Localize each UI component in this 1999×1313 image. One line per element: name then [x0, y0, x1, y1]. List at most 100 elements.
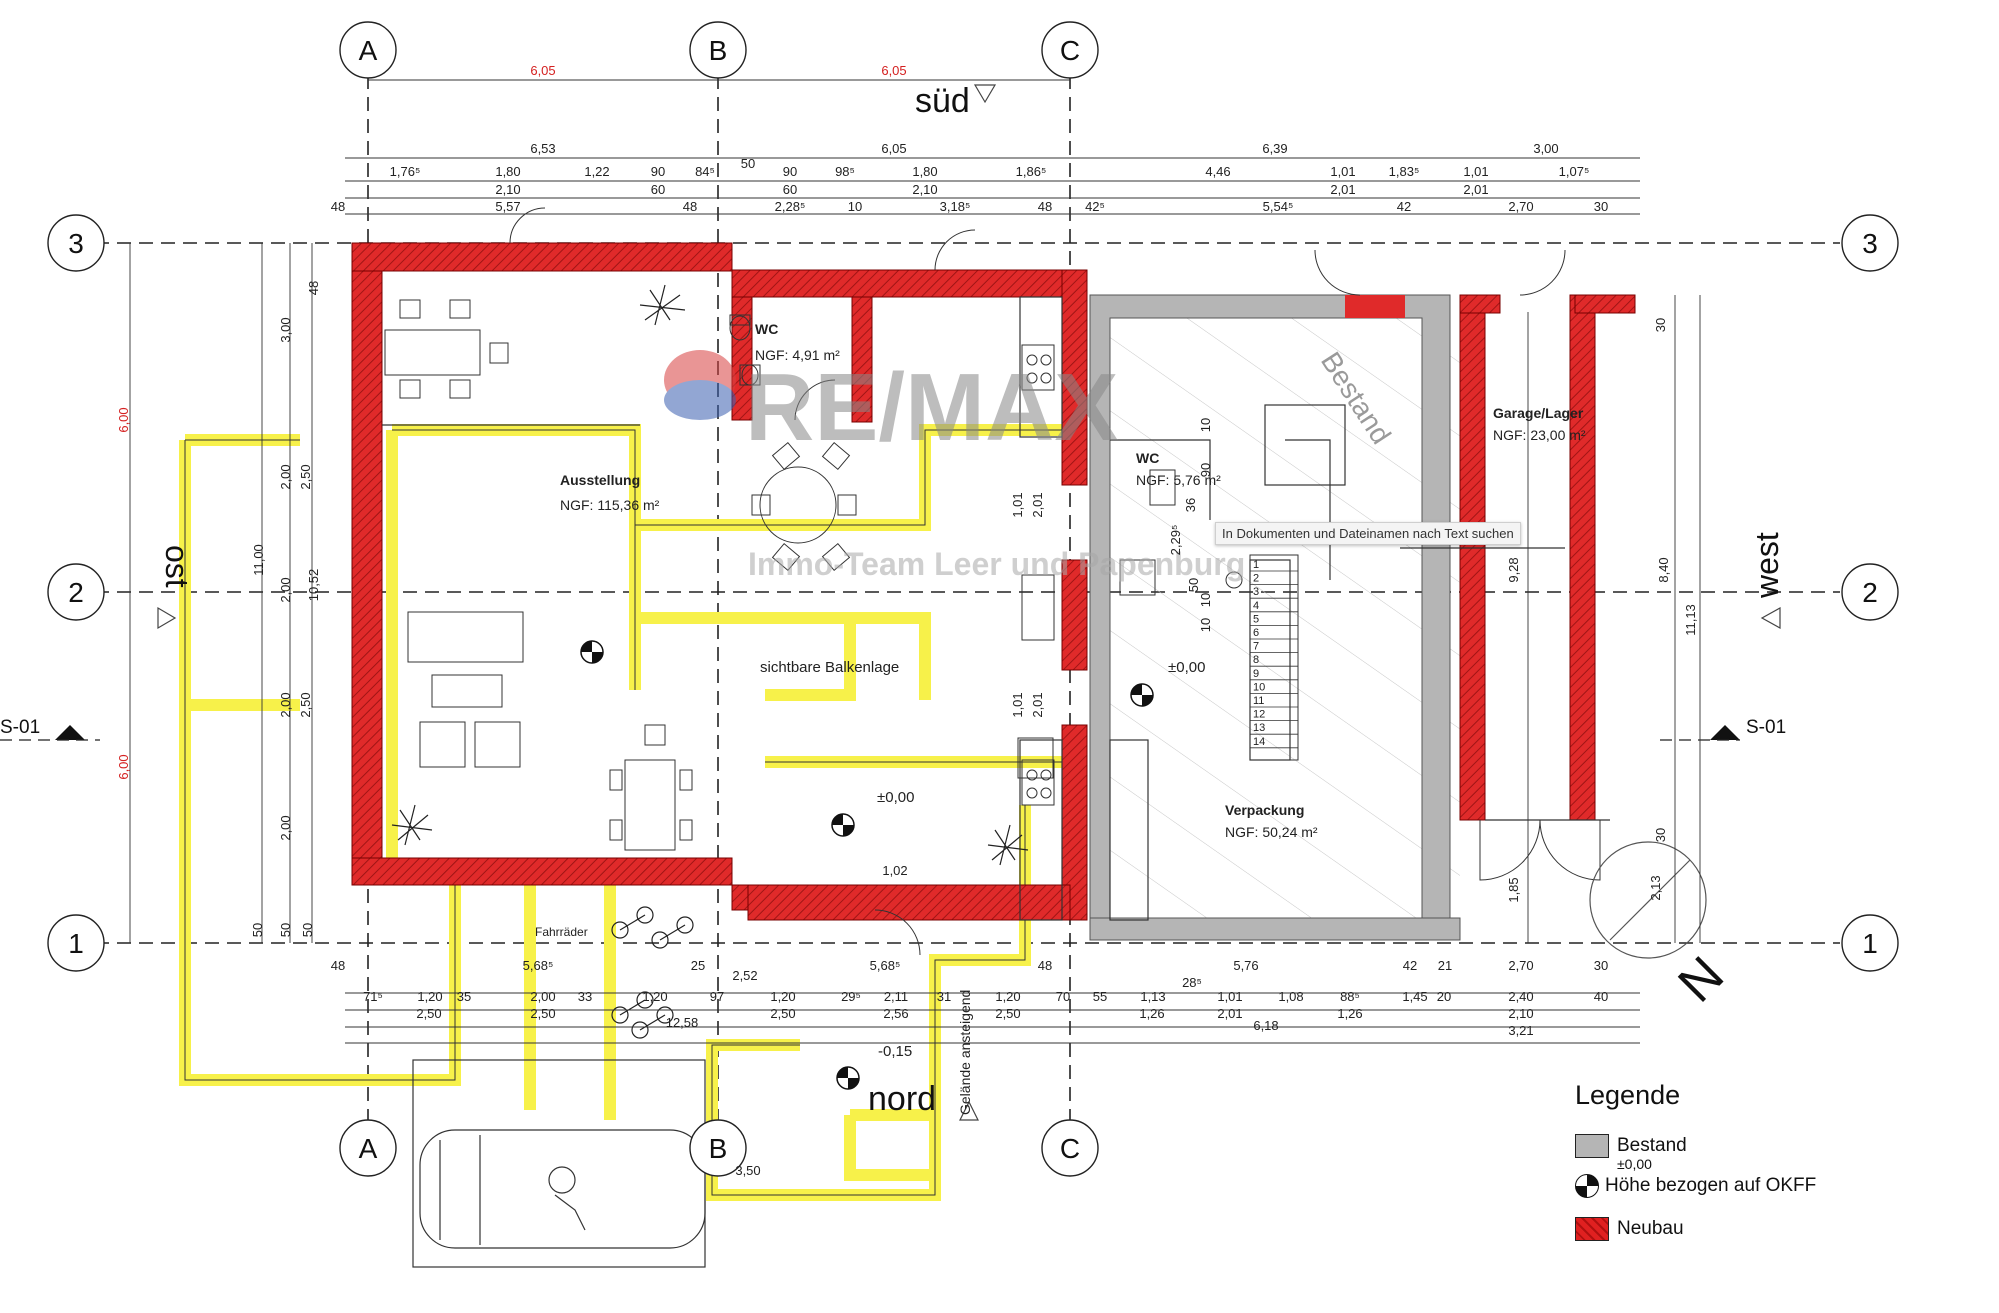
level-marker-icon: [1575, 1174, 1599, 1198]
axis-bubble-a-top: [339, 21, 397, 79]
bike-icons: [611, 906, 694, 1039]
search-tooltip: In Dokumenten und Dateinamen nach Text s…: [1215, 522, 1521, 545]
ausstellung-name: Ausstellung: [560, 472, 640, 488]
compass-east: ost: [159, 545, 195, 588]
dim-bot-r2-19: 20: [1437, 989, 1451, 1004]
dim-top-r3-5: 2,01: [1463, 182, 1488, 197]
compass-south: süd: [915, 82, 970, 120]
dim-top-r2-11: 1,01: [1330, 164, 1355, 179]
verpackung-area: NGF: 50,24 m²: [1225, 824, 1318, 840]
axis-bubble-c-bottom: [1041, 1119, 1099, 1177]
dim-top-r2-2: 1,22: [584, 164, 609, 179]
level-label-2: ±0,00: [1168, 659, 1205, 676]
dim-bot-r2-15: 1,01: [1217, 989, 1242, 1004]
dim-top-r4-7: 42⁵: [1085, 199, 1105, 214]
dim-top-r4-4: 10: [848, 199, 862, 214]
dim-left-inner-2: 2,50: [298, 464, 313, 489]
axis-label-1-left: 1: [68, 928, 84, 959]
stair-number-6: 7: [1253, 641, 1259, 653]
axis-label-b-top: B: [709, 35, 728, 66]
dim-bot-r3-1: 2,50: [530, 1006, 555, 1021]
section-label-left: S-01: [0, 717, 40, 738]
axis-bubbles: [47, 21, 1899, 1177]
dim-top-r3-3: 2,10: [912, 182, 937, 197]
axis-label-1-right: 1: [1862, 928, 1878, 959]
stair-number-9: 10: [1253, 681, 1265, 693]
dim-right-2: 11,13: [1683, 604, 1698, 636]
stair-number-4: 5: [1253, 613, 1259, 625]
plant-icons: [391, 284, 1029, 866]
axis-bubble-a-bottom: [339, 1119, 397, 1177]
dim-top-r2-12: 1,83⁵: [1389, 164, 1420, 179]
axis-bubble-3-right: [1841, 214, 1899, 272]
dim-bot-r2-5: 1,20: [642, 989, 667, 1004]
beams-label: sichtbare Balkenlage: [760, 659, 899, 676]
dim-top-r4-6: 48: [1038, 199, 1052, 214]
dim-bot-r3-3: 2,50: [770, 1006, 795, 1021]
dim-top-r2-9: 1,86⁵: [1016, 164, 1047, 179]
dim-bot-r3-7: 2,01: [1217, 1006, 1242, 1021]
dim-bot-r2-2: 35: [457, 989, 471, 1004]
section-label-right: S-01: [1746, 717, 1786, 738]
dim-left-inner-9: 50: [300, 923, 315, 937]
dim-bot-r2-1: 1,20: [417, 989, 442, 1004]
dim-top-r4-10: 2,70: [1508, 199, 1533, 214]
dim-bot-x-2: 3,50: [735, 1163, 760, 1178]
dim-bot-x-0: 1,02: [882, 863, 907, 878]
foundation-outline: [184, 429, 1075, 1196]
car-parking: [412, 1059, 706, 1268]
dim-bot-r3-10: 2,10: [1508, 1006, 1533, 1021]
dim-bot-r2-9: 2,11: [884, 989, 908, 1004]
dim-top-r2-3: 90: [651, 164, 665, 179]
dim-left-inner-8: 50: [278, 923, 293, 937]
dim-left-outer-0: 11,00: [251, 544, 266, 576]
dim-bot-r1-5: 28⁵: [1182, 975, 1202, 990]
dim-left-inner-4: 2,00: [278, 692, 293, 717]
dim-bot-r3-4: 2,56: [883, 1006, 908, 1021]
dim-bot-r1-7: 42: [1403, 958, 1417, 973]
stair-number-1: 2: [1253, 573, 1259, 585]
dim-bot-r1-2: 25: [691, 958, 705, 973]
watermark-brand: RE/MAX: [745, 354, 1118, 461]
dim-left-inner-5: 2,50: [298, 692, 313, 717]
dim-top-r4-0: 48: [331, 199, 345, 214]
dim-top-r1-2: 6,39: [1262, 141, 1287, 156]
dim-left-red-0: 6,00: [116, 407, 131, 432]
wc2-name: WC: [1136, 450, 1159, 466]
dim-bot-r1-8: 21: [1438, 958, 1452, 973]
dim-right-4: 30: [1653, 828, 1668, 842]
dim-inner-1: 2,01: [1030, 492, 1045, 517]
axis-bubble-2-right: [1841, 563, 1899, 621]
dim-left-inner-7: 50: [250, 923, 265, 937]
stair-number-2: 3: [1253, 586, 1259, 598]
north-mark: N: [1667, 946, 1735, 1014]
legend-label-existing: Bestand: [1617, 1135, 1687, 1156]
ausstellung-area: NGF: 115,36 m²: [560, 497, 660, 513]
dim-bot-r2-11: 1,20: [995, 989, 1020, 1004]
level-label-3: -0,15: [878, 1043, 912, 1060]
dim-bot-r2-4: 33: [578, 989, 592, 1004]
dim-top-r3-4: 2,01: [1330, 182, 1355, 197]
dim-top-r3-2: 60: [783, 182, 797, 197]
dim-top-r4-9: 42: [1397, 199, 1411, 214]
terrain-label: Gelände ansteigend: [957, 990, 973, 1115]
axis-label-a-top: A: [359, 35, 378, 66]
legend-row-level: Höhe bezogen auf OKFF: [1575, 1172, 1816, 1200]
wc1-name: WC: [755, 321, 778, 337]
dim-bot-r1-10: 30: [1594, 958, 1608, 973]
level-markers: [580, 640, 1154, 1090]
dim-top-r2-14: 1,07⁵: [1559, 164, 1590, 179]
dim-red-ab: 6,05: [530, 63, 555, 78]
axis-label-a-bottom: A: [359, 1133, 378, 1164]
axis-bubble-1-left: [47, 914, 105, 972]
compass-arrows: [157, 84, 1781, 1121]
new-walls: [351, 242, 1636, 921]
legend-title: Legende: [1575, 1080, 1681, 1110]
verpackung-name: Verpackung: [1225, 802, 1304, 818]
dim-inner-9: 10: [1198, 593, 1213, 607]
dim-top-r1-0: 6,53: [530, 141, 555, 156]
